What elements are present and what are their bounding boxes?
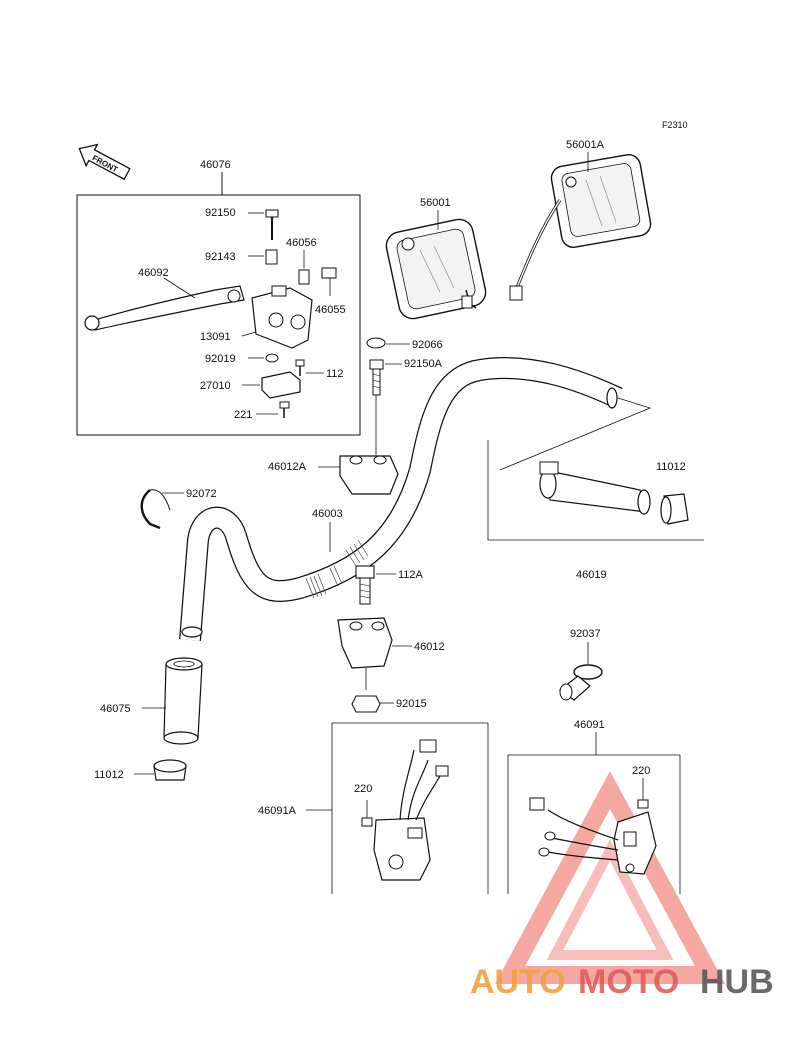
right-switch-wires bbox=[547, 809, 619, 861]
nut-46056 bbox=[298, 269, 310, 285]
lever-holder bbox=[251, 285, 313, 349]
ring-92019 bbox=[265, 353, 279, 363]
left-switch-box bbox=[306, 722, 489, 894]
grip-end-cap-left bbox=[153, 759, 187, 781]
label-46019: 46019 bbox=[576, 569, 607, 581]
label-92037: 92037 bbox=[570, 628, 601, 640]
left-grip-46075 bbox=[163, 657, 203, 745]
label-220-left: 220 bbox=[354, 783, 372, 795]
label-46075: 46075 bbox=[100, 703, 131, 715]
label-13091: 13091 bbox=[200, 331, 231, 343]
label-46076: 46076 bbox=[200, 159, 231, 171]
lever-assembly-box bbox=[76, 172, 361, 436]
throttle-grip bbox=[539, 461, 651, 515]
label-11012-right: 11012 bbox=[656, 461, 686, 473]
left-switch-housing bbox=[373, 817, 431, 881]
label-92150: 92150 bbox=[205, 207, 236, 219]
label-46091A: 46091A bbox=[258, 805, 297, 817]
left-switch-connector-2 bbox=[435, 765, 449, 777]
clamp-46012A bbox=[339, 455, 399, 495]
label-46012: 46012 bbox=[414, 641, 445, 653]
collar-92143 bbox=[265, 249, 278, 265]
label-46003: 46003 bbox=[312, 508, 343, 520]
bolt-92150A bbox=[369, 359, 384, 455]
label-92019: 92019 bbox=[205, 353, 236, 365]
clamp-46012 bbox=[337, 617, 393, 690]
clutch-lever bbox=[84, 285, 245, 331]
clip-92072 bbox=[140, 489, 161, 530]
bolt-112A bbox=[355, 565, 375, 605]
right-switch-housing bbox=[613, 811, 657, 875]
label-221: 221 bbox=[234, 409, 252, 421]
switch-27010 bbox=[261, 371, 301, 399]
cap-92066 bbox=[366, 337, 386, 349]
label-92072: 92072 bbox=[186, 488, 217, 500]
label-46012A: 46012A bbox=[268, 461, 307, 473]
label-92066: 92066 bbox=[412, 339, 443, 351]
label-112A: 112A bbox=[398, 569, 424, 581]
screw-220-left bbox=[361, 800, 373, 827]
screw-112 bbox=[295, 359, 305, 376]
grip-end-cap-right bbox=[660, 493, 689, 525]
clamp-92037 bbox=[558, 664, 603, 701]
label-27010: 27010 bbox=[200, 380, 231, 392]
mirror-left bbox=[385, 218, 487, 320]
right-switch-box bbox=[507, 732, 681, 894]
left-switch-connector bbox=[419, 739, 437, 753]
screw-221 bbox=[279, 401, 290, 418]
watermark-part1: AUTO bbox=[470, 963, 566, 1001]
watermark-text: AUTO MOTO HUB bbox=[470, 963, 774, 1001]
label-56001A: 56001A bbox=[566, 139, 605, 151]
right-switch-connector bbox=[529, 797, 545, 811]
nut-92015 bbox=[351, 695, 381, 713]
right-grip-box bbox=[487, 397, 704, 541]
screw-46055 bbox=[321, 267, 337, 296]
watermark-part2: MOTO bbox=[578, 963, 679, 1001]
label-112: 112 bbox=[326, 368, 344, 380]
label-46091: 46091 bbox=[574, 719, 605, 731]
label-11012-left: 11012 bbox=[94, 769, 124, 781]
watermark-part3: HUB bbox=[700, 963, 774, 1001]
mirror-right bbox=[509, 154, 652, 301]
label-46092: 46092 bbox=[138, 267, 169, 279]
front-arrow-icon: FRONT bbox=[78, 143, 131, 181]
label-56001: 56001 bbox=[420, 197, 451, 209]
bolt-92150 bbox=[265, 209, 279, 240]
left-switch-wires bbox=[399, 749, 441, 821]
watermark-logo-triangle bbox=[494, 771, 726, 984]
label-46056: 46056 bbox=[286, 237, 317, 249]
label-46055: 46055 bbox=[315, 304, 346, 316]
label-92143: 92143 bbox=[205, 251, 236, 263]
label-220-right: 220 bbox=[632, 765, 650, 777]
figure-id: F2310 bbox=[662, 120, 688, 130]
handlebar-46003 bbox=[179, 357, 623, 641]
screw-220-right bbox=[637, 778, 649, 809]
label-92015: 92015 bbox=[396, 698, 427, 710]
label-92150A: 92150A bbox=[404, 358, 443, 370]
